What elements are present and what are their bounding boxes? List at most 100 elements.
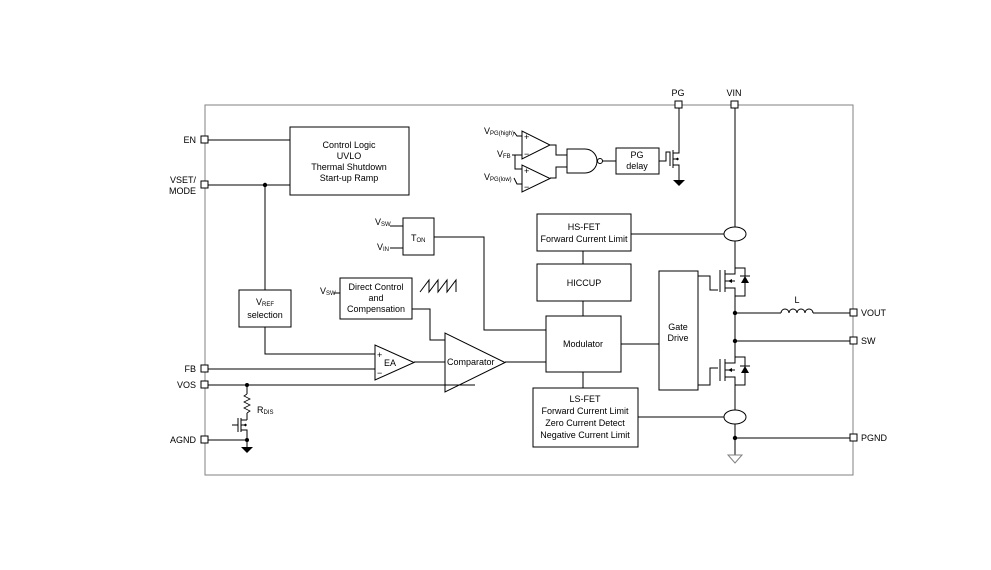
ls-source [725,376,736,390]
wire-comp1-nand [550,144,567,156]
discharge-circuit: RDIS [232,385,274,453]
modulator-label: Modulator [563,339,603,349]
rdis-fet-arrow [243,423,246,427]
pg-fet-drain [673,108,680,154]
pin-sw-pad [849,336,858,345]
ls-drain [725,355,736,364]
pg-low-triangle [521,164,552,193]
direct-control-line-2: and [368,293,383,303]
pin-agnd: AGND [170,435,209,445]
nand-gate-icon [566,148,603,174]
hiccup-label: HICCUP [567,278,602,288]
pin-pgnd-pad [849,433,858,442]
pg-mosfet-icon [672,108,680,180]
hs-current-sense [723,226,747,242]
pin-en-label: EN [183,135,196,145]
pg-fet-arrow [675,157,678,161]
pin-fb-pad [200,364,209,373]
pin-pg-pad [674,100,683,109]
wire-gate-ls [698,367,718,386]
wire-ton-mod [434,236,546,331]
comparator-triangle [444,332,507,393]
ls-fet-line-3: Zero Current Detect [545,418,625,428]
nand-bubble [597,158,603,164]
gate-drive-line-1: Gate [668,322,688,332]
vfb-label: VFB [497,149,511,160]
ea-label: EA [384,358,396,368]
hs-fet-line-2: Forward Current Limit [540,234,628,244]
pin-vos-label: VOS [177,380,196,390]
pin-sw-label: SW [861,336,876,346]
hs-arrow [728,279,732,283]
hs-mosfet-icon [719,266,750,300]
direct-control-line-3: Compensation [347,304,405,314]
ls-fet-box [532,387,639,448]
vref-selection-block: VREF selection [238,289,292,328]
ea-triangle [374,344,416,381]
wire-delay-pgfet [659,151,671,166]
ls-fet-line-2: Forward Current Limit [541,406,629,416]
pin-fb: FB [184,364,209,374]
pin-vset-mode: VSET/ MODE [169,175,209,196]
gate-drive-block: Gate Drive [658,270,699,391]
pg-ground-icon [673,180,685,186]
ic-outline [204,104,854,476]
wire-vfb-2 [514,155,522,170]
pin-pgnd-label: PGND [861,433,888,443]
ton-vin-label: VIN [377,242,389,253]
comparator: Comparator [444,332,507,393]
pg-delay-line-1: PG [630,150,643,160]
rdis-label: RDIS [257,405,274,416]
pin-sw: SW [849,336,876,346]
ls-fet-line-4: Negative Current Limit [540,430,630,440]
wire-direct-comp [412,308,445,341]
control-logic-line-3: Thermal Shutdown [311,162,387,172]
wire-vpg-low [513,177,522,185]
ls-arrow [728,368,732,372]
direct-control-vsw-label: VSW [320,286,336,297]
pin-en: EN [183,135,209,145]
pin-agnd-label: AGND [170,435,197,445]
ls-diode-triangle [741,366,749,373]
pin-vset-mode-pad [200,180,209,189]
ton-label: TON [411,233,426,244]
hs-source [725,287,736,300]
control-logic-box [289,126,410,196]
pg-high-comparator: + − [521,130,552,160]
wire-comp2-nand [550,166,567,179]
ton-vsw-label: VSW [375,217,391,228]
hiccup-block: HICCUP [536,263,632,302]
wire-vref-ea [264,327,376,355]
pg-delay-block: PG delay [615,147,660,175]
inductor-label: L [794,295,799,305]
control-logic-line-1: Control Logic [322,140,376,150]
resistor-rdis-icon [243,393,251,414]
nand-body [566,148,598,174]
control-logic-line-2: UVLO [337,151,362,161]
direct-control-box [339,277,413,320]
vref-selection-line-2: selection [247,310,283,320]
ton-block: TON [402,217,435,256]
pin-vout-pad [849,308,858,317]
hiccup-box [536,263,632,302]
pg-low-comparator: + − [521,164,552,193]
pin-vos: VOS [177,380,209,390]
pg-low-plus: + [524,166,529,176]
pin-agnd-pad [200,435,209,444]
gate-drive-line-2: Drive [667,333,688,343]
vpg-low-label: VPG(low) [484,172,512,183]
ton-box [402,217,435,256]
hs-fet-line-1: HS-FET [568,222,601,232]
pin-vset-label: VSET/ [170,175,197,185]
gate-drive-box [658,270,699,391]
comparator-label: Comparator [447,357,495,367]
pin-vout: VOUT [849,308,887,318]
pgnd-ground-icon [726,454,744,464]
direct-control-line-1: Direct Control [348,282,403,292]
control-logic-line-4: Start-up Ramp [320,173,379,183]
pin-mode-label: MODE [169,186,196,196]
pg-delay-line-2: delay [626,161,648,171]
pin-pg-label: PG [671,88,684,98]
pg-high-minus: − [524,149,529,159]
